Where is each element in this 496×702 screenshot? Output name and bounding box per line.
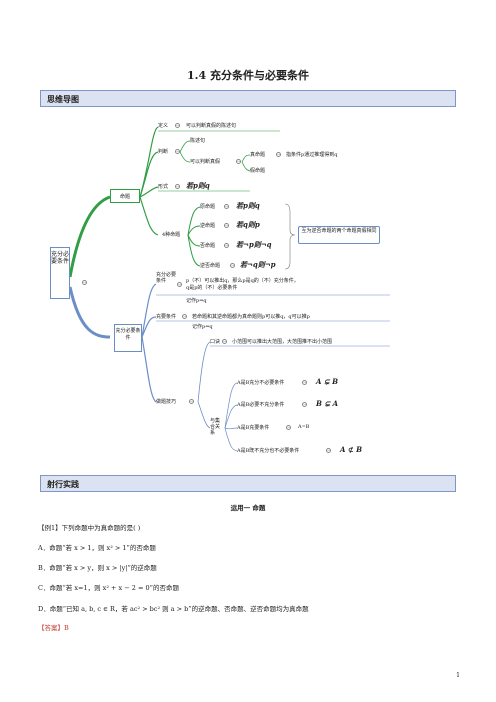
node-rel-2: A是B必要不充分条件 <box>237 402 285 408</box>
node-true-note: 指条件p通过推理得到q <box>286 152 338 158</box>
collapse-icon: − <box>224 243 229 248</box>
node-contrapositive: 逆否命题 <box>200 263 221 269</box>
collapse-icon: − <box>182 314 187 319</box>
node-converse: 逆命题 <box>200 223 216 229</box>
node-rel-4-formula: A ⊄ B <box>340 445 363 454</box>
node-false-prop: 假命题 <box>250 168 266 174</box>
node-skills: 做题技巧 <box>156 399 177 405</box>
node-original-form: 若p则q <box>236 201 260 210</box>
option-b: B．命题“若 x > y，则 x > |y|”的逆命题 <box>38 564 157 572</box>
node-rel-3: A是B充要条件 <box>237 425 270 431</box>
option-a: A．命题“若 x > 1，则 x² > 1”的否命题 <box>38 544 156 552</box>
node-judgeable: 可以判断真假 <box>190 159 221 165</box>
collapse-icon: − <box>222 339 227 344</box>
node-inverse-form: 若¬p则¬q <box>236 240 272 249</box>
option-c: C．命题“若 x=1，则 x² + x − 2 = 0”的否命题 <box>38 584 179 592</box>
page-number: 1 <box>456 672 460 679</box>
node-judge: 判断 <box>158 149 169 155</box>
node-suff-nec-text2: q是p的（不）必要条件 <box>186 285 238 291</box>
collapse-icon: − <box>175 123 180 128</box>
node-chant-text: 小范围可以推出大范围，大范围推不出小范围 <box>232 339 333 345</box>
collapse-icon: − <box>230 263 235 268</box>
collapse-icon: − <box>276 152 281 157</box>
mindmap-connectors <box>68 126 390 452</box>
collapse-icon: − <box>175 149 180 154</box>
mindmap-root: 充分必要条件 <box>50 247 70 299</box>
collapse-icon: − <box>326 448 331 453</box>
collapse-icon: − <box>224 204 229 209</box>
option-d: D．命题“已知 a, b, c ∈ R，若 ac² > bc² 则 a > b”… <box>38 605 309 613</box>
node-suff-nec-text1: p（不）可以推出q，那么p是q的（不）充分条件， <box>186 278 299 284</box>
node-definition: 定义 <box>158 123 169 129</box>
collapse-icon: − <box>302 380 307 385</box>
node-set-relation: 与集合关系 <box>210 418 221 436</box>
node-iff-text: 若命题和其逆命题都为真命题则p可以推q，q可以推p <box>192 314 310 320</box>
node-iff: 充要条件 <box>156 314 177 320</box>
question-1: 【例1】下列命题中为真命题的是( ) <box>38 524 141 532</box>
node-rel-3-formula: A=B <box>298 424 310 430</box>
node-four-props: 4种命题 <box>162 232 181 238</box>
node-form: 形式 <box>158 184 169 190</box>
node-rel-4: A是B既不充分也不必要条件 <box>237 448 300 454</box>
collapse-icon: − <box>177 282 182 287</box>
mindmap: 充分必要条件 − 命题 定义 − 可以判断真假的陈述句 判断 − 陈述句 可以判… <box>40 112 456 467</box>
subheading: 运用一 命题 <box>230 504 266 512</box>
node-rel-1: A是B充分不必要条件 <box>237 380 285 386</box>
collapse-icon: − <box>189 399 194 404</box>
node-definition-text: 可以判断真假的陈述句 <box>186 123 237 129</box>
page-title: 1.4 充分条件与必要条件 <box>187 69 309 82</box>
node-contrapositive-form: 若¬q则¬p <box>240 260 276 269</box>
node-iff-note: 记作p⇔q <box>192 324 213 330</box>
node-suff-nec-note: 记作p⇒q <box>186 298 207 304</box>
collapse-icon: − <box>224 223 229 228</box>
node-form-text: 若p则q <box>186 181 210 190</box>
collapse-icon: − <box>236 159 241 164</box>
node-statement: 陈述句 <box>190 138 206 144</box>
node-inverse: 否命题 <box>200 243 216 249</box>
collapse-icon: − <box>286 425 291 430</box>
node-true-prop: 真命题 <box>250 152 266 158</box>
section-header-practice: 射行实践 <box>40 475 456 492</box>
collapse-icon: − <box>175 184 180 189</box>
mindmap-branch-proposition: 命题 <box>110 189 140 203</box>
mindmap-branch-conditions: 充分必要条件 <box>114 324 142 352</box>
node-chant: 口诀 <box>210 339 221 345</box>
collapse-icon: − <box>302 402 307 407</box>
answer: 【答案】B <box>38 624 69 632</box>
node-converse-form: 若q则p <box>236 220 260 229</box>
node-original: 原命题 <box>200 204 216 210</box>
section-header-mindmap: 思维导图 <box>40 90 456 107</box>
collapse-icon: − <box>82 280 87 285</box>
node-rel-1-formula: A ⊊ B <box>316 377 339 386</box>
node-suff-nec: 充分必要条件 <box>156 272 177 284</box>
note-contrapositive: 互为逆否命题的两个命题真假相同 <box>298 226 380 244</box>
node-rel-2-formula: B ⊊ A <box>316 399 339 408</box>
